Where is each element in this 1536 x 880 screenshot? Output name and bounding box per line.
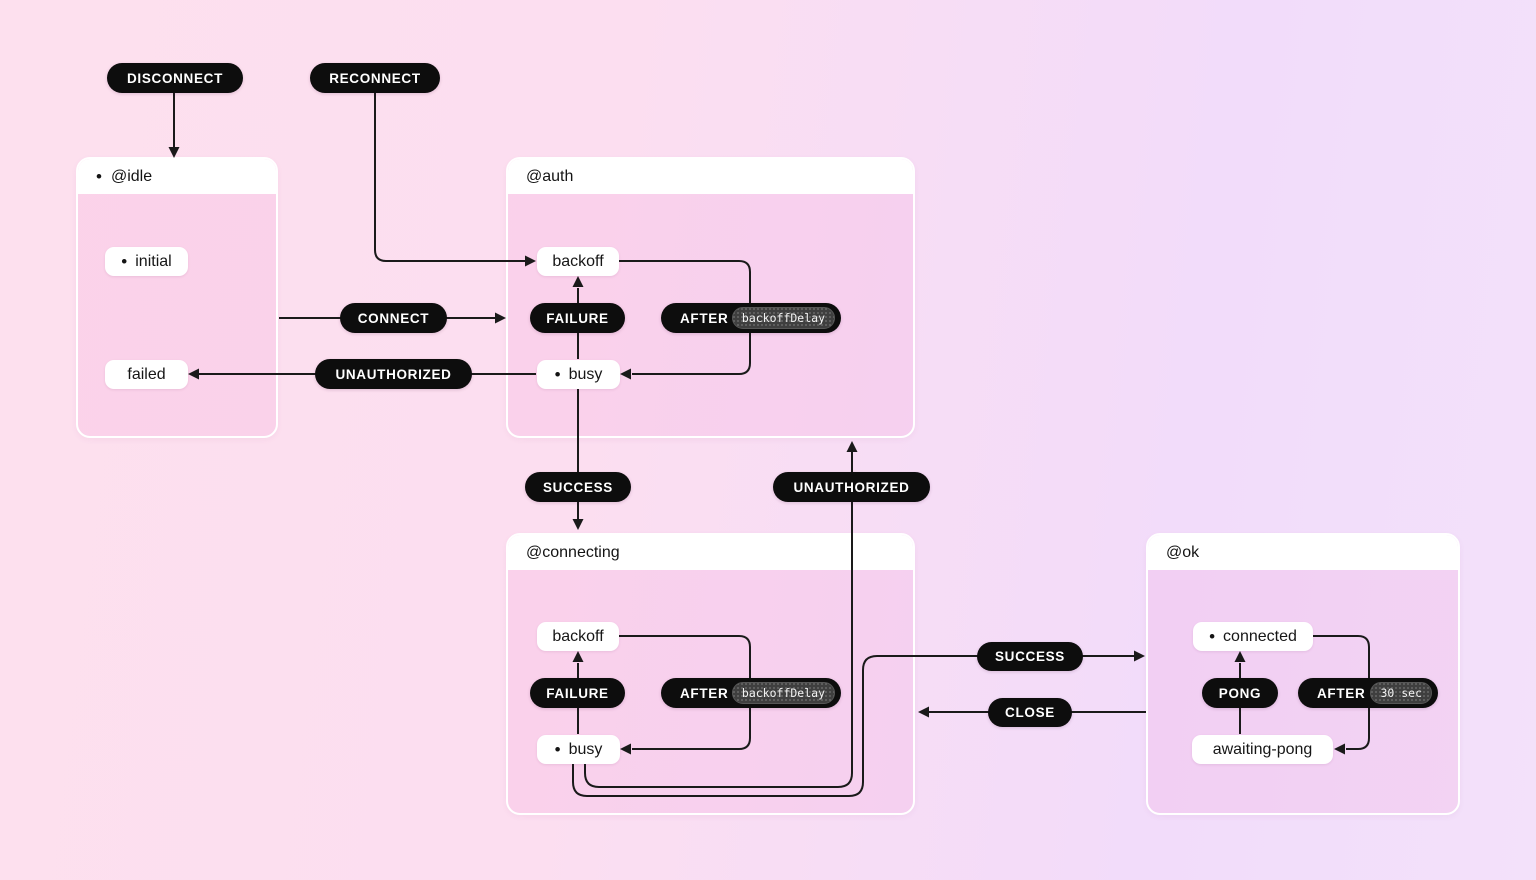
- event-param-chip: backoffDelay: [731, 306, 835, 330]
- event-after-backoffdelay-connecting[interactable]: AFTER backoffDelay: [661, 678, 841, 708]
- event-label: CONNECT: [357, 310, 430, 326]
- event-label: AFTER: [1317, 685, 1366, 701]
- event-unauthorized-to-failed[interactable]: UNAUTHORIZED: [315, 359, 472, 389]
- event-connect[interactable]: CONNECT: [340, 303, 447, 333]
- substate-label: connected: [1223, 627, 1297, 645]
- substate-auth-busy[interactable]: • busy: [537, 360, 620, 389]
- substate-idle-initial[interactable]: • initial: [105, 247, 188, 276]
- initial-dot-icon: •: [96, 167, 102, 186]
- event-failure-auth[interactable]: FAILURE: [530, 303, 625, 333]
- arrowhead-connect: [495, 312, 506, 324]
- arrowhead-close: [918, 706, 929, 718]
- state-box-ok[interactable]: @ok: [1146, 533, 1460, 815]
- state-title-auth: @auth: [526, 167, 574, 185]
- state-header-auth[interactable]: @auth: [508, 159, 913, 194]
- event-after-30sec[interactable]: AFTER 30 sec: [1298, 678, 1438, 708]
- event-label: SUCCESS: [995, 649, 1065, 664]
- substate-label: busy: [568, 365, 603, 383]
- substate-label: awaiting-pong: [1212, 740, 1313, 758]
- event-param-chip: backoffDelay: [731, 681, 835, 705]
- event-label: AFTER: [680, 685, 729, 701]
- event-label: RECONNECT: [329, 70, 421, 86]
- event-label: PONG: [1218, 685, 1262, 701]
- substate-label: busy: [568, 740, 603, 758]
- substate-ok-connected[interactable]: • connected: [1193, 622, 1313, 651]
- event-unauthorized-to-auth[interactable]: UNAUTHORIZED: [773, 472, 930, 502]
- state-box-connecting[interactable]: @connecting: [506, 533, 915, 815]
- event-after-backoffdelay-auth[interactable]: AFTER backoffDelay: [661, 303, 841, 333]
- initial-dot-icon: •: [1209, 627, 1216, 646]
- state-box-idle[interactable]: • @idle: [76, 157, 278, 438]
- arrowhead-success-to-connecting: [572, 519, 584, 530]
- state-title-ok: @ok: [1166, 543, 1200, 561]
- substate-label: backoff: [552, 627, 604, 645]
- event-label: UNAUTHORIZED: [335, 366, 452, 382]
- arrowhead-unauthorized-to-auth: [846, 441, 858, 452]
- event-label: UNAUTHORIZED: [793, 479, 910, 495]
- substate-connecting-busy[interactable]: • busy: [537, 735, 620, 764]
- event-label: FAILURE: [546, 310, 609, 326]
- event-label: CLOSE: [1005, 705, 1055, 720]
- event-param-chip: 30 sec: [1370, 681, 1432, 705]
- event-reconnect[interactable]: RECONNECT: [310, 63, 440, 93]
- state-box-auth[interactable]: @auth: [506, 157, 915, 438]
- initial-dot-icon: •: [121, 252, 128, 271]
- event-label: AFTER: [680, 310, 729, 326]
- substate-auth-backoff[interactable]: backoff: [537, 247, 619, 276]
- substate-label: failed: [127, 365, 166, 383]
- arrowhead-success-to-ok: [1134, 650, 1145, 662]
- wire-reconnect-to-backoff: [374, 92, 526, 262]
- initial-dot-icon: •: [554, 365, 561, 384]
- state-header-idle[interactable]: • @idle: [78, 159, 276, 194]
- event-label: SUCCESS: [543, 479, 613, 495]
- initial-dot-icon: •: [554, 740, 561, 759]
- substate-idle-failed[interactable]: failed: [105, 360, 188, 389]
- event-pong[interactable]: PONG: [1202, 678, 1278, 708]
- event-success-to-connecting[interactable]: SUCCESS: [525, 472, 631, 502]
- state-header-ok[interactable]: @ok: [1148, 535, 1458, 570]
- event-close[interactable]: CLOSE: [988, 698, 1072, 727]
- substate-label: backoff: [552, 252, 604, 270]
- event-success-to-ok[interactable]: SUCCESS: [977, 642, 1083, 671]
- state-title-idle: @idle: [110, 167, 153, 185]
- event-label: FAILURE: [546, 685, 609, 701]
- state-header-connecting[interactable]: @connecting: [508, 535, 913, 570]
- event-disconnect[interactable]: DISCONNECT: [107, 63, 243, 93]
- event-label: DISCONNECT: [126, 70, 223, 86]
- substate-ok-awaiting-pong[interactable]: awaiting-pong: [1192, 735, 1333, 764]
- substate-connecting-backoff[interactable]: backoff: [537, 622, 619, 651]
- state-title-connecting: @connecting: [526, 543, 620, 561]
- event-failure-connecting[interactable]: FAILURE: [530, 678, 625, 708]
- substate-label: initial: [135, 252, 172, 270]
